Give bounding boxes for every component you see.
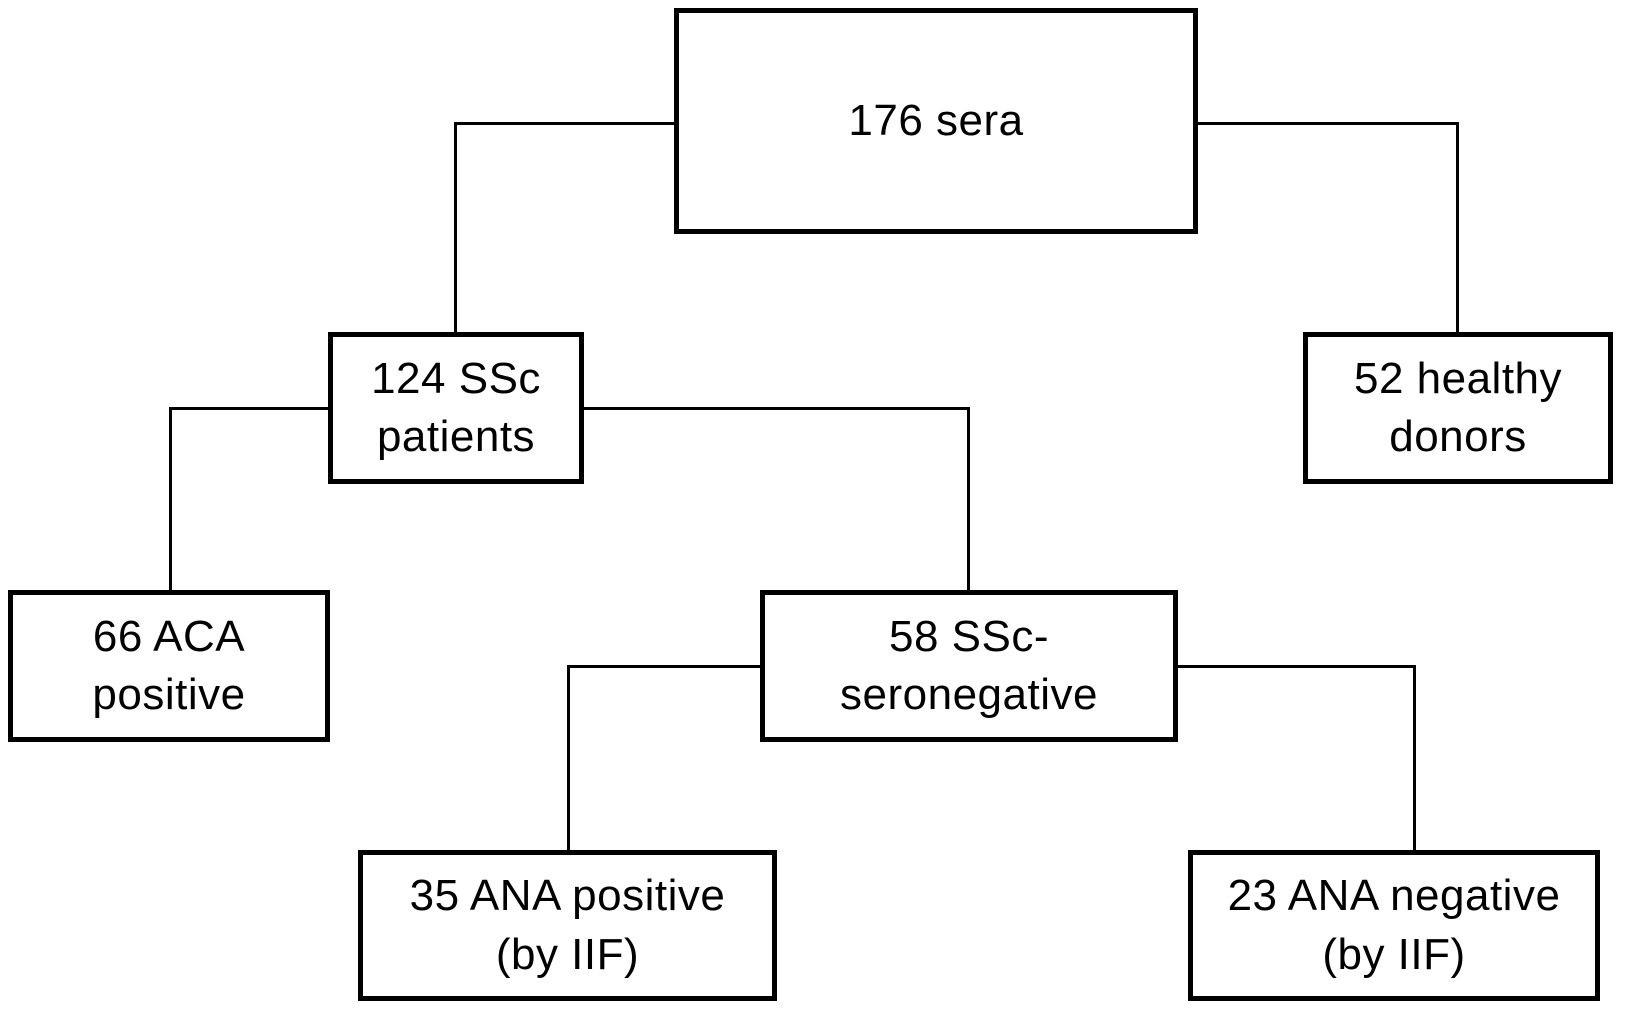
node-58-ssc-seronegative-label: 58 SSc- seronegative [840, 611, 1098, 719]
connector-sera-to-healthy-donors-vertical [1456, 122, 1459, 332]
node-35-ana-positive-label: 35 ANA positive (by IIF) [409, 871, 726, 979]
connector-sera-to-ssc-patients-horizontal [454, 122, 674, 125]
node-66-aca-positive-label: 66 ACA positive [92, 611, 246, 719]
node-52-healthy-donors: 52 healthy donors [1303, 332, 1613, 484]
node-52-healthy-donors-label: 52 healthy donors [1353, 353, 1563, 461]
connector-ssc-patients-to-aca-positive-horizontal [169, 407, 328, 410]
node-176-sera-label: 176 sera [848, 95, 1024, 145]
connector-seronegative-to-ana-positive-horizontal [567, 665, 760, 668]
node-23-ana-negative-label: 23 ANA negative (by IIF) [1227, 871, 1561, 979]
node-124-ssc-patients: 124 SSc patients [328, 332, 584, 484]
connector-ssc-patients-to-aca-positive-vertical [169, 407, 172, 590]
connector-seronegative-to-ana-negative-horizontal [1178, 665, 1416, 668]
node-58-ssc-seronegative: 58 SSc- seronegative [760, 590, 1178, 742]
node-176-sera: 176 sera [674, 8, 1198, 234]
connector-seronegative-to-ana-positive-vertical [567, 665, 570, 850]
connector-ssc-patients-to-seronegative-vertical [967, 407, 970, 590]
node-124-ssc-patients-label: 124 SSc patients [371, 353, 541, 461]
connector-sera-to-healthy-donors-horizontal [1198, 122, 1459, 125]
connector-seronegative-to-ana-negative-vertical [1413, 665, 1416, 850]
node-35-ana-positive: 35 ANA positive (by IIF) [358, 850, 777, 1001]
connector-ssc-patients-to-seronegative-horizontal [584, 407, 970, 410]
connector-sera-to-ssc-patients-vertical [454, 122, 457, 332]
node-66-aca-positive: 66 ACA positive [8, 590, 330, 742]
node-23-ana-negative: 23 ANA negative (by IIF) [1188, 850, 1600, 1001]
